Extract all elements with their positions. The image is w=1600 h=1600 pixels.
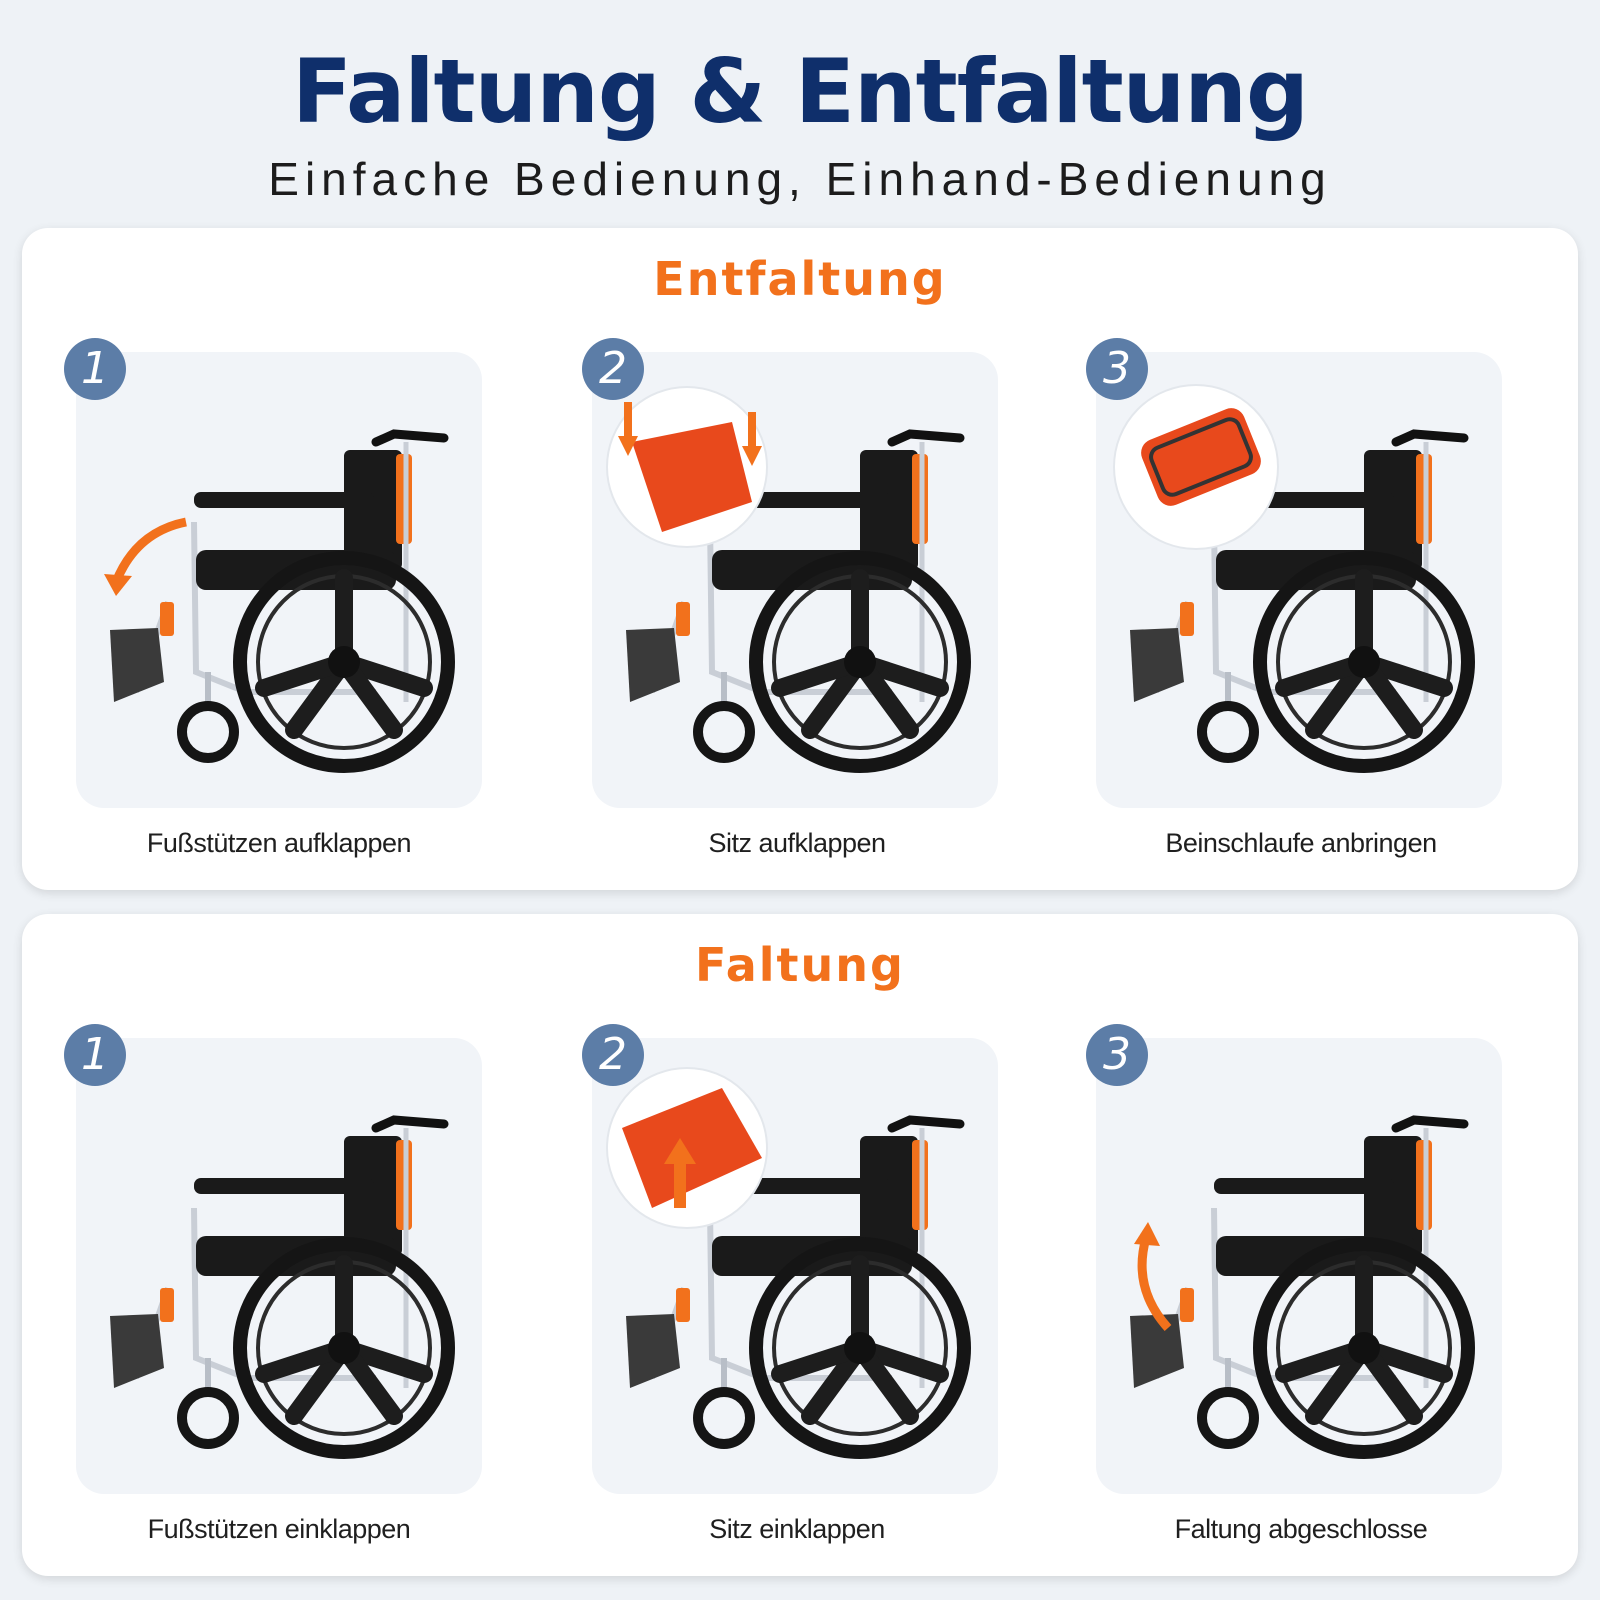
page-subtitle: Einfache Bedienung, Einhand-Bedienung (268, 153, 1332, 205)
wheelchair-folded-icon (1096, 1038, 1502, 1494)
wheelchair-seat-unfold-icon (606, 386, 998, 808)
step-caption: Sitz einklappen (709, 1514, 885, 1544)
step-badge: 1 (64, 338, 126, 400)
step-image-card (592, 1038, 998, 1494)
step-badge: 3 (1086, 1024, 1148, 1086)
step-badge: 1 (64, 1024, 126, 1086)
step-image-card (76, 1038, 482, 1494)
section-fold: Faltung 1 Fußstützen einklappen 2 Sitz e… (22, 914, 1578, 1576)
step-caption: Beinschlaufe anbringen (1165, 828, 1437, 858)
step-badge: 2 (582, 1024, 644, 1086)
step-image-card (76, 352, 482, 808)
wheelchair-footrest-fold-icon (76, 1038, 482, 1494)
section-unfold: Entfaltung 1 Fußstützen aufklappen 2 Sit… (22, 228, 1578, 890)
wheelchair-leg-strap-icon (1113, 384, 1502, 808)
step-image-card (1096, 1038, 1502, 1494)
step-caption: Fußstützen einklappen (147, 1514, 411, 1544)
step-caption: Faltung abgeschlosse (1174, 1514, 1428, 1544)
step-image-card (592, 352, 998, 808)
step-badge: 2 (582, 338, 644, 400)
step-caption: Fußstützen aufklappen (146, 828, 412, 858)
page-title: Faltung & Entfaltung (292, 40, 1309, 143)
section-heading: Entfaltung (653, 252, 947, 306)
section-heading: Faltung (695, 938, 905, 992)
wheelchair-footrest-unfold-icon (76, 352, 482, 808)
wheelchair-seat-fold-icon (606, 1067, 998, 1494)
step-caption: Sitz aufklappen (708, 828, 886, 858)
step-image-card (1096, 352, 1502, 808)
step-badge: 3 (1086, 338, 1148, 400)
